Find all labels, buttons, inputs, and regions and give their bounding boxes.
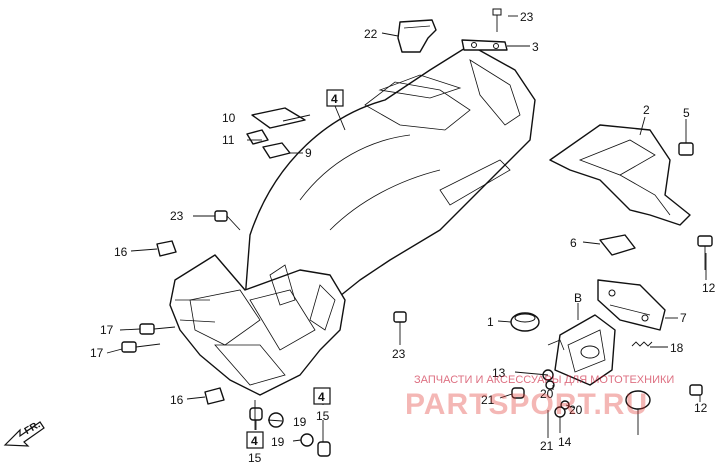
plate-7 [597, 279, 666, 331]
grommet-19-lower [300, 433, 314, 447]
bracket-2 [549, 124, 691, 226]
clip-6 [599, 234, 636, 256]
front-direction-indicator: FR. [3, 419, 45, 447]
callout-21-lower: 21 [540, 439, 554, 453]
boxed-ref-4-top: 4 [326, 89, 344, 107]
svg-text:4: 4 [318, 390, 325, 404]
bolt-23-right [393, 311, 407, 345]
reflector-lens [625, 390, 651, 435]
callout-15-lower: 15 [248, 451, 262, 465]
washer-20-right [560, 400, 570, 410]
callout-18: 18 [670, 341, 684, 355]
callout-20-left: 20 [540, 387, 554, 401]
washer-20-left [545, 380, 555, 390]
sticker-9 [262, 142, 291, 159]
callout-19-lower: 19 [271, 435, 285, 449]
clip-22 [397, 19, 437, 53]
callout-12-upper: 12 [702, 281, 716, 295]
svg-text:4: 4 [251, 434, 258, 448]
callout-21-left: 21 [481, 393, 495, 407]
rear-fender [244, 44, 536, 331]
nut-16-upper [156, 240, 177, 257]
callout-cB: B [574, 291, 582, 305]
boxed-ref-4-middle: 4 [313, 387, 331, 405]
screw-12-upper [697, 235, 713, 270]
screw-17-upper [139, 323, 176, 335]
boxed-ref-4-bottom: 4 [246, 431, 264, 449]
svg-text:4: 4 [331, 92, 338, 106]
bolt-15-left [249, 407, 263, 421]
bolt-15-right [317, 441, 331, 457]
grommet-1 [510, 312, 540, 332]
callout-23-top: 23 [520, 10, 534, 24]
callout-9: 9 [305, 146, 312, 160]
callout-17-lower: 17 [90, 346, 104, 360]
bolt-23-top [492, 8, 502, 32]
nut-16-lower [204, 387, 225, 405]
watermark-brand-text: PARTSPORT.RU [405, 388, 648, 421]
callout-23-right: 23 [392, 347, 406, 361]
callout-14: 14 [558, 435, 572, 449]
inner-fender [169, 254, 346, 396]
screw-17-lower [121, 341, 161, 353]
lamp-housing-b [547, 314, 616, 386]
callout-11: 11 [222, 133, 235, 147]
sticker-11 [246, 129, 269, 145]
watermark: ЗАПЧАСТИ И АКСЕССУАРЫ ДЛЯ МОТОТЕХНИКИ PA… [405, 374, 674, 421]
bolt-23-left [214, 210, 241, 231]
callout-20-right: 20 [569, 403, 583, 417]
callout-6: 6 [570, 236, 577, 250]
callout-2: 2 [643, 103, 650, 117]
callout-19-upper: 19 [293, 415, 307, 429]
callout-16-upper: 16 [114, 245, 128, 259]
callout-10: 10 [222, 111, 236, 125]
callout-3: 3 [532, 40, 539, 54]
callout-7: 7 [680, 311, 687, 325]
callout-23-left: 23 [170, 209, 184, 223]
leader-lines [106, 15, 707, 442]
nut-21-left [511, 387, 525, 399]
callout-1: 1 [487, 315, 494, 329]
callout-12-lower: 12 [694, 401, 708, 415]
plate-3 [461, 39, 508, 51]
callout-5: 5 [683, 106, 690, 120]
spring-18 [631, 341, 653, 347]
callout-13: 13 [492, 366, 506, 380]
callout-22: 22 [364, 27, 378, 41]
callout-15-upper: 15 [316, 409, 330, 423]
sticker-10 [251, 107, 306, 129]
callout-16-lower: 16 [170, 393, 184, 407]
callout-17-upper: 17 [100, 323, 114, 337]
watermark-top-text: ЗАПЧАСТИ И АКСЕССУАРЫ ДЛЯ МОТОТЕХНИКИ [414, 374, 674, 386]
screw-12-lower [689, 384, 703, 396]
cap-5 [678, 142, 694, 156]
front-arrow-icon [3, 421, 45, 447]
callout-labels: 22 23 3 2 5 10 11 9 23 6 16 12 B 7 1 17 … [90, 10, 716, 465]
